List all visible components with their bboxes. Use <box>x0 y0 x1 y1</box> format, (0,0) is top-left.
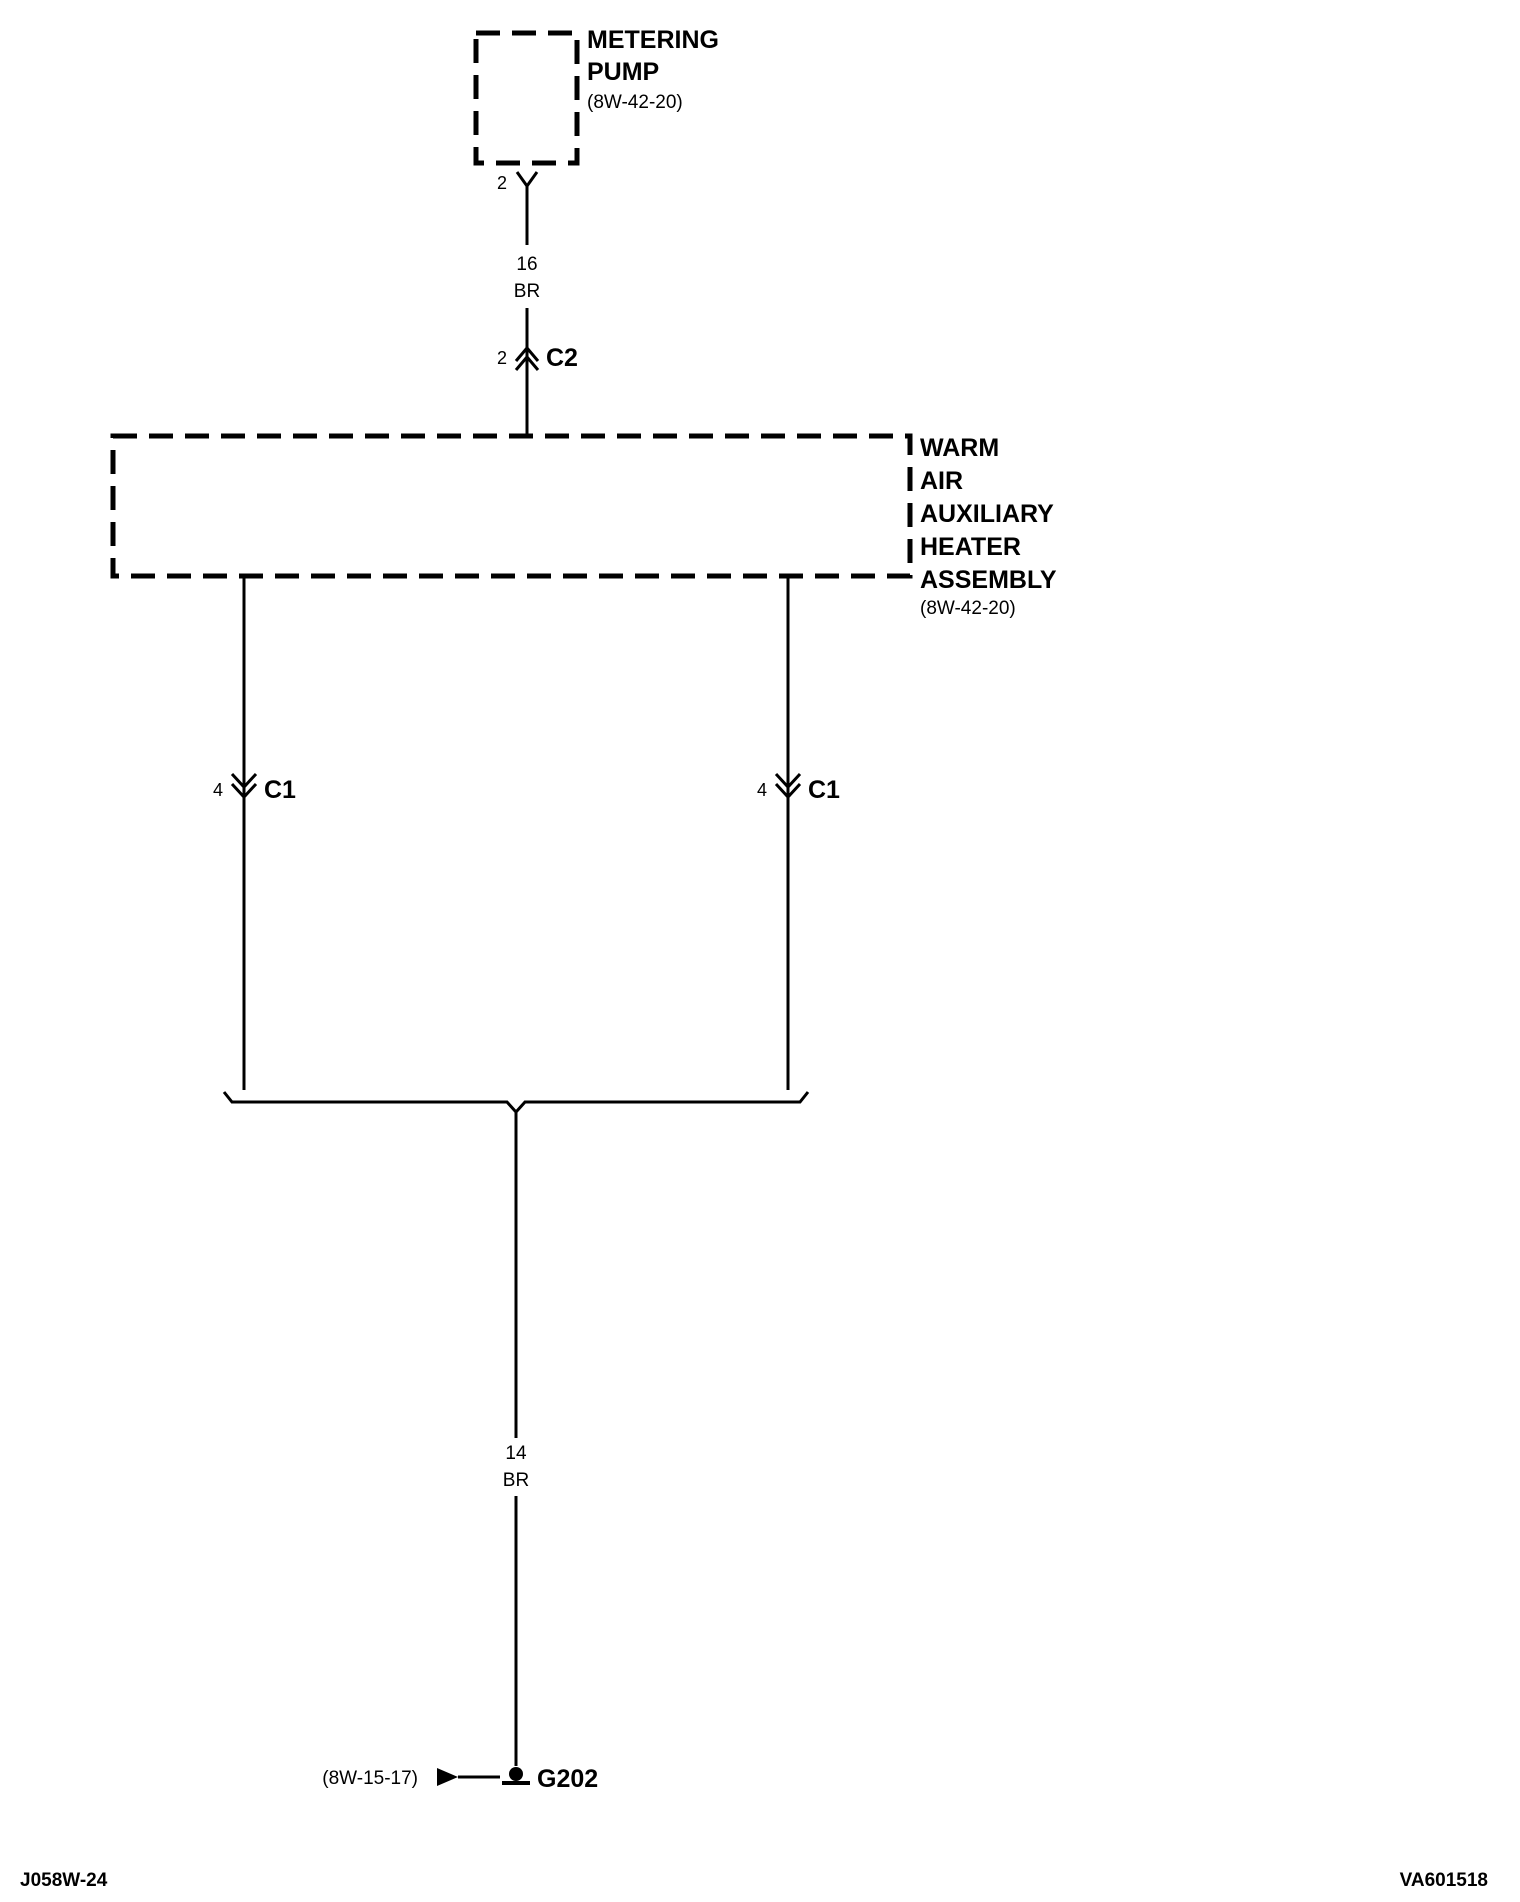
c1-left-connector-symbol <box>230 772 258 800</box>
upper-wire-gauge: 16 <box>516 254 537 275</box>
c1-left-connector-name: C1 <box>264 776 296 804</box>
pump-pin-number: 2 <box>497 173 507 193</box>
heater-label-1: WARM <box>920 434 999 462</box>
lower-wire-color: BR <box>503 1470 529 1491</box>
heater-label-3: AUXILIARY <box>920 500 1054 528</box>
c1-right-connector-name: C1 <box>808 776 840 804</box>
lower-wire-gauge: 14 <box>505 1443 527 1464</box>
c2-connector-symbol <box>514 345 540 371</box>
metering-pump-ref: (8W-42-20) <box>587 92 683 113</box>
footer-right-code: VA601518 <box>1400 1870 1488 1891</box>
c1-left-pin-number: 4 <box>213 780 223 800</box>
ground-ref: (8W-15-17) <box>322 1768 418 1789</box>
c2-connector-name: C2 <box>546 344 578 372</box>
footer-left-code: J058W-24 <box>20 1870 108 1891</box>
metering-pump-label-1: METERING <box>587 26 719 54</box>
ground-dot <box>509 1767 523 1781</box>
metering-pump-label-2: PUMP <box>587 58 659 86</box>
splice-bracket <box>222 1091 810 1115</box>
heater-assembly-box <box>110 433 913 579</box>
pump-connector-symbol <box>515 171 539 189</box>
ground-name: G202 <box>537 1765 598 1793</box>
heater-label-5: ASSEMBLY <box>920 566 1057 594</box>
upper-wire-color: BR <box>514 281 540 302</box>
heater-label-4: HEATER <box>920 533 1021 561</box>
c1-right-pin-number: 4 <box>757 780 767 800</box>
heater-ref: (8W-42-20) <box>920 598 1016 619</box>
heater-label-2: AIR <box>920 467 963 495</box>
ground-bar-icon <box>502 1781 530 1785</box>
metering-pump-box <box>473 30 580 166</box>
c2-pin-number: 2 <box>497 348 507 368</box>
ground-ref-arrow-icon <box>437 1768 458 1786</box>
c1-right-connector-symbol <box>774 772 802 800</box>
